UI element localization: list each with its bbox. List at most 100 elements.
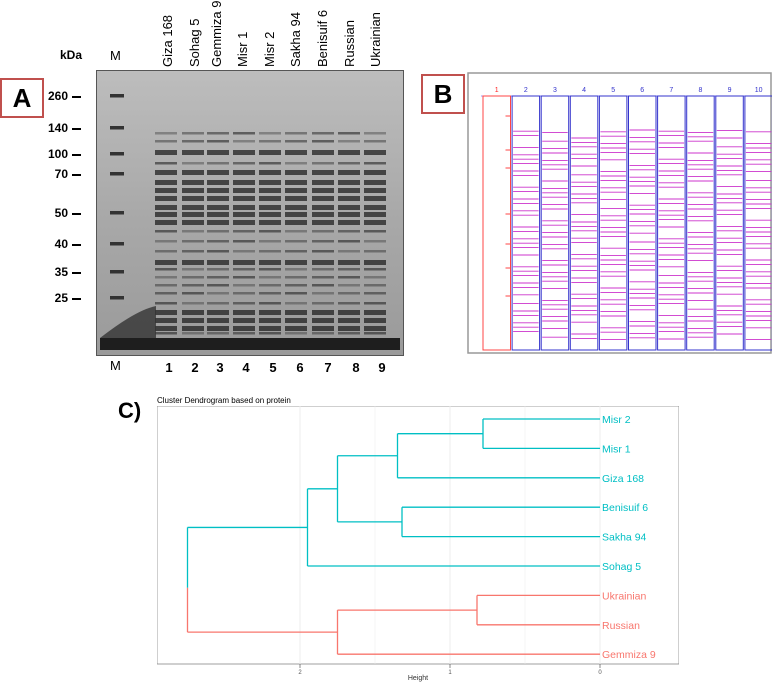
protein-band xyxy=(155,284,177,287)
protein-band xyxy=(312,230,334,233)
protein-band xyxy=(259,196,281,201)
protein-band xyxy=(364,170,386,175)
protein-band xyxy=(312,180,334,185)
mw-tick xyxy=(72,244,81,246)
protein-band xyxy=(233,230,255,233)
protein-band xyxy=(233,205,255,210)
protein-band xyxy=(182,132,204,135)
protein-band xyxy=(233,140,255,143)
protein-band xyxy=(338,220,360,225)
protein-band xyxy=(259,132,281,135)
x-tick-label: 1 xyxy=(448,670,452,676)
marker-band xyxy=(110,126,124,130)
protein-band xyxy=(155,220,177,225)
protein-band xyxy=(233,162,255,165)
protein-band xyxy=(155,310,177,315)
lane-name-label: Ukrainian xyxy=(368,12,383,67)
gel-smear xyxy=(100,306,156,338)
protein-band xyxy=(364,230,386,233)
protein-band xyxy=(155,188,177,193)
protein-band xyxy=(182,150,204,155)
protein-band xyxy=(338,284,360,287)
mw-tick xyxy=(72,128,81,130)
protein-band xyxy=(259,326,281,331)
protein-band xyxy=(207,240,229,243)
protein-band xyxy=(312,212,334,217)
lane-number-label: 6 xyxy=(296,360,304,375)
protein-band xyxy=(312,250,334,253)
protein-band xyxy=(285,196,307,201)
marker-band xyxy=(110,94,124,98)
protein-band xyxy=(285,150,307,155)
protein-band xyxy=(182,220,204,225)
protein-band xyxy=(182,162,204,165)
protein-band xyxy=(338,332,360,335)
marker-band xyxy=(110,172,124,176)
protein-band xyxy=(155,132,177,135)
protein-band xyxy=(285,260,307,265)
protein-band xyxy=(207,318,229,323)
protein-band xyxy=(207,284,229,287)
marker-top-label: M xyxy=(110,48,121,63)
schematic-lane xyxy=(511,95,541,351)
lane-number-label: 7 xyxy=(324,360,332,375)
protein-band xyxy=(312,220,334,225)
protein-band xyxy=(182,240,204,243)
protein-band xyxy=(312,205,334,210)
protein-band xyxy=(155,250,177,253)
protein-band xyxy=(155,326,177,331)
protein-band xyxy=(207,260,229,265)
protein-band xyxy=(364,162,386,165)
marker-band xyxy=(110,211,124,215)
protein-band xyxy=(182,276,204,279)
mw-marker-label: 25 xyxy=(54,291,68,305)
protein-band xyxy=(182,180,204,185)
protein-band xyxy=(259,276,281,279)
protein-band xyxy=(364,276,386,279)
x-tick-label: 2 xyxy=(298,670,302,676)
protein-band xyxy=(364,332,386,335)
protein-band xyxy=(285,284,307,287)
protein-band xyxy=(285,162,307,165)
lane-number-label: 8 xyxy=(352,360,360,375)
protein-band xyxy=(312,276,334,279)
protein-band xyxy=(338,318,360,323)
protein-band xyxy=(233,250,255,253)
protein-band xyxy=(155,196,177,201)
schematic-lane-number: 3 xyxy=(553,87,557,94)
protein-band xyxy=(364,132,386,135)
protein-band xyxy=(364,284,386,287)
protein-band xyxy=(364,240,386,243)
protein-band xyxy=(364,302,386,305)
protein-band xyxy=(259,284,281,287)
kda-label: kDa xyxy=(60,48,83,62)
protein-band xyxy=(364,180,386,185)
protein-band xyxy=(259,332,281,335)
protein-band xyxy=(155,205,177,210)
schematic-lane-number: 8 xyxy=(698,87,702,94)
leaf-label: Russian xyxy=(602,620,640,632)
protein-band xyxy=(207,180,229,185)
protein-band xyxy=(312,318,334,323)
protein-band xyxy=(338,292,360,295)
lane-name-label: Giza 168 xyxy=(160,14,175,67)
protein-band xyxy=(233,240,255,243)
protein-band xyxy=(207,170,229,175)
lane-number-label: 3 xyxy=(216,360,224,375)
protein-band xyxy=(338,240,360,243)
protein-band xyxy=(338,212,360,217)
protein-band xyxy=(338,268,360,271)
protein-band xyxy=(312,162,334,165)
protein-band xyxy=(338,230,360,233)
protein-band xyxy=(207,230,229,233)
protein-band xyxy=(233,284,255,287)
protein-band xyxy=(259,310,281,315)
protein-band xyxy=(364,205,386,210)
protein-band xyxy=(312,260,334,265)
protein-band xyxy=(312,310,334,315)
protein-band xyxy=(312,268,334,271)
leaf-label: Sakha 94 xyxy=(602,532,647,544)
protein-band xyxy=(285,140,307,143)
